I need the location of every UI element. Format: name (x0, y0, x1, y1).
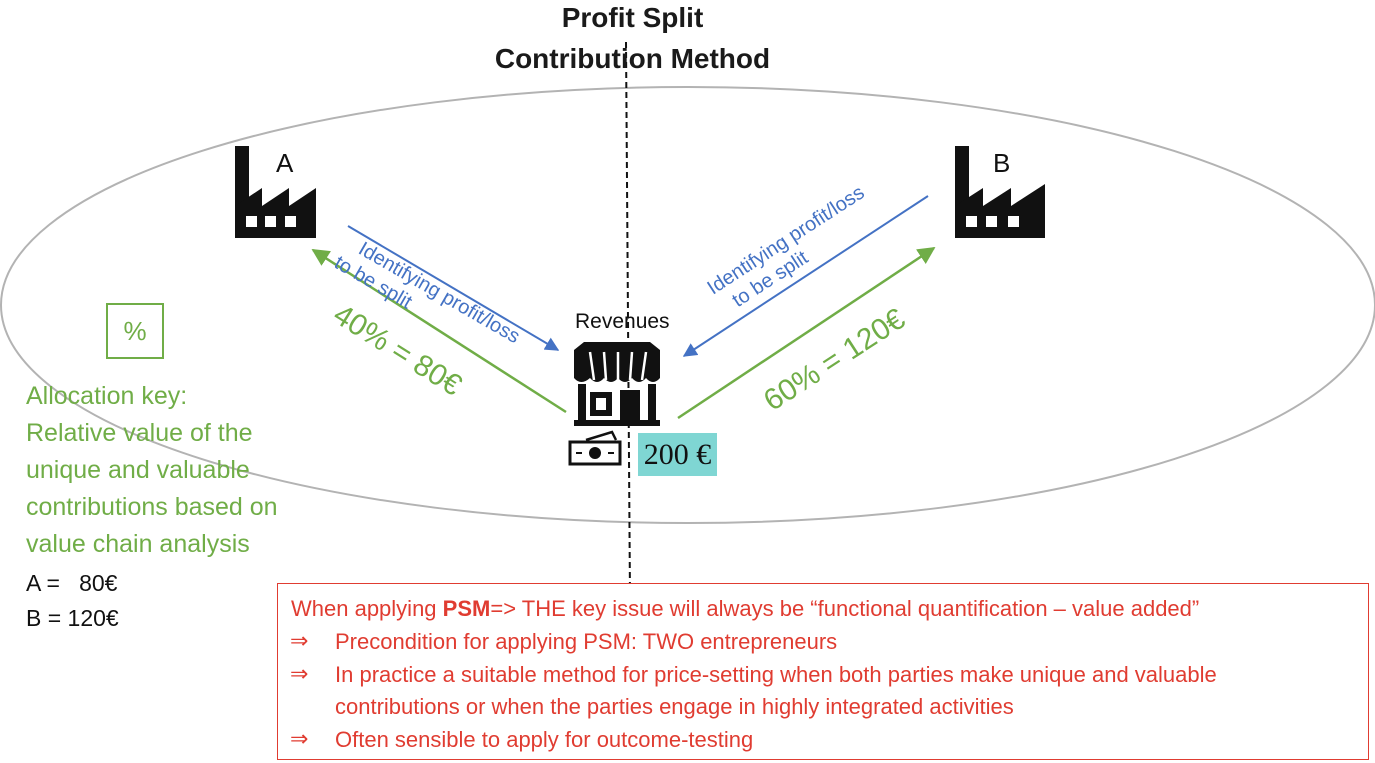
title-line-2: Contribution Method (494, 43, 771, 74)
factory-b-icon (955, 146, 1045, 238)
notes-box: When applying PSM=> THE key issue will a… (277, 583, 1369, 760)
allocation-key-text: Allocation key: Relative value of the un… (26, 378, 326, 563)
arrow-b-to-revenues (682, 195, 929, 357)
notes-intro: When applying PSM=> THE key issue will a… (291, 596, 1199, 622)
boundary-ellipse (0, 86, 1375, 524)
factory-a-icon (235, 146, 316, 238)
allocation-result-b: B = 120€ (26, 605, 119, 631)
notes-intro-bold: PSM (442, 596, 491, 621)
revenue-amount-badge: 200 € (638, 433, 717, 476)
notes-bullet-2-line-1: In practice a suitable method for price-… (335, 662, 1217, 687)
arrow-share-to-b (677, 246, 936, 420)
revenues-label: Revenues (575, 310, 670, 333)
notes-intro-after: => THE key issue will always be “functio… (490, 596, 1200, 621)
title-line-1: Profit Split (561, 2, 704, 33)
allocation-line-2: Relative value of the (26, 419, 253, 447)
shop-icon (574, 342, 660, 426)
divider-line (625, 41, 631, 599)
notes-bullet-3: Often sensible to apply for outcome-test… (335, 727, 754, 752)
allocation-line-5: value chain analysis (26, 530, 250, 558)
notes-intro-before: When applying (291, 596, 443, 621)
percent-symbol-box: % (106, 303, 164, 359)
notes-bullet-2-line-2: contributions or when the parties engage… (335, 694, 1014, 719)
allocation-result-a: A = 80€ (26, 570, 118, 596)
allocation-line-4: contributions based on (26, 493, 278, 521)
arrow-share-to-a (311, 248, 567, 414)
cash-icon (568, 430, 622, 466)
arrow-a-to-revenues (347, 225, 560, 351)
notes-arrow-2: ⇒ (290, 662, 309, 687)
notes-arrow-1: ⇒ (290, 629, 309, 654)
notes-arrow-3: ⇒ (290, 727, 309, 752)
notes-bullet-1: Precondition for applying PSM: TWO entre… (335, 629, 838, 654)
allocation-line-3: unique and valuable (26, 456, 250, 484)
allocation-line-1: Allocation key: (26, 382, 188, 410)
factory-a-label: A (276, 148, 294, 178)
factory-b-label: B (993, 148, 1011, 178)
